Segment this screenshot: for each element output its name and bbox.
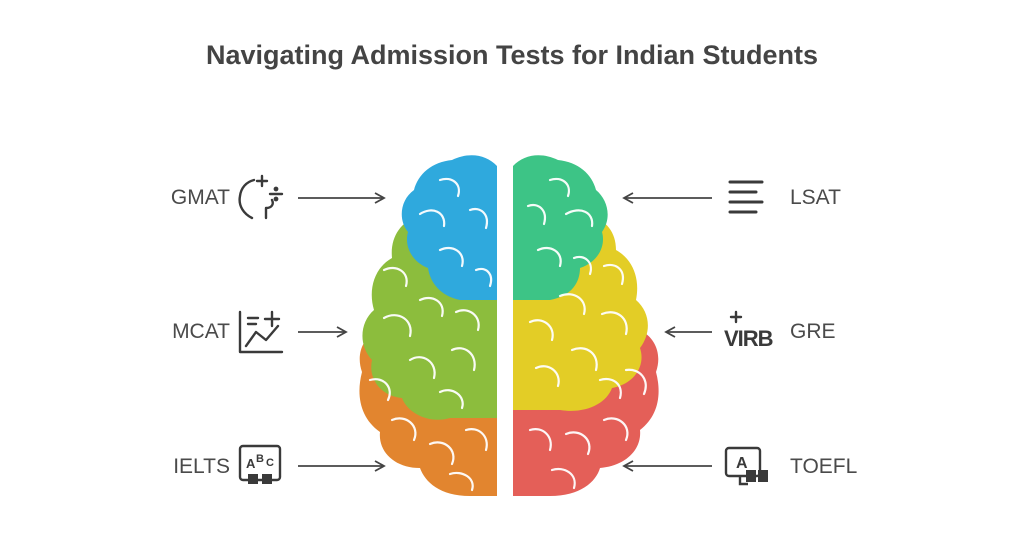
abc-book-icon: A B C: [238, 444, 282, 484]
chart-plus-icon: [238, 310, 284, 354]
brain-folds: [368, 177, 647, 492]
icon-letter-b: B: [256, 453, 264, 465]
label-lsat: LSAT: [790, 186, 841, 209]
text-lines-icon: [728, 180, 764, 214]
virb-text: VIRB: [724, 326, 773, 351]
brain-lobe-ielts-blue: [401, 155, 497, 300]
brain-lobe-lsat-green: [513, 155, 608, 300]
label-toefl: TOEFL: [790, 455, 858, 478]
virb-icon: VIRB: [724, 310, 774, 351]
label-mcat: MCAT: [172, 320, 230, 343]
label-gre: GRE: [790, 320, 836, 343]
icon-letter-c: C: [266, 457, 274, 469]
page-title: Navigating Admission Tests for Indian St…: [205, 40, 819, 70]
icon-letter-a-toefl: A: [736, 455, 748, 472]
label-gmat: GMAT: [170, 186, 230, 209]
letter-a-book-icon: A: [724, 446, 768, 486]
head-math-icon: [238, 174, 284, 220]
icon-letter-a: A: [246, 456, 256, 471]
label-ielts: IELTS: [173, 455, 230, 478]
